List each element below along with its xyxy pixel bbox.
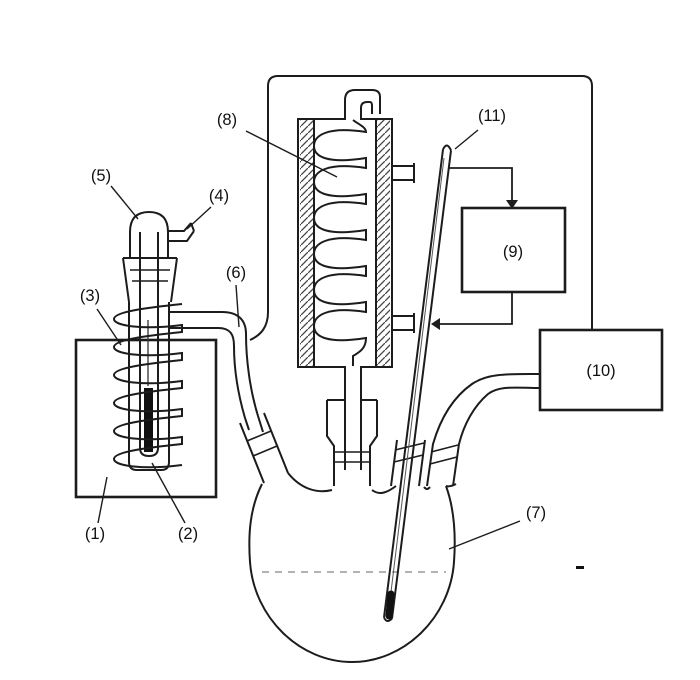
flask-body <box>248 483 456 664</box>
label-7-pointer <box>448 520 521 550</box>
label-8: (8) <box>217 111 237 129</box>
thermometer-neck-joint-bands <box>393 442 425 463</box>
transfer-tube <box>170 311 264 433</box>
label-11: (11) <box>478 107 506 125</box>
thermometer-tube <box>383 144 452 622</box>
condenser-upper-nipple <box>392 163 415 183</box>
label-3-pointer <box>96 308 122 346</box>
condenser-inlet-tube <box>344 89 381 120</box>
flask-center-joint <box>326 399 378 486</box>
trap-ground-joint <box>122 257 178 303</box>
pump-loop-tube <box>249 75 593 341</box>
label-6: (6) <box>226 264 246 282</box>
label-2: (2) <box>178 525 198 543</box>
pump-box: (10) <box>538 328 664 412</box>
label-1-pointer <box>97 476 108 524</box>
trap-heating-coil <box>112 303 183 469</box>
thermometer-bulb <box>385 590 395 620</box>
condenser-outlet-tube <box>344 366 362 470</box>
label-4: (4) <box>209 187 229 205</box>
sensor-wire-to-controller <box>449 167 513 201</box>
thermometer-capillary <box>390 157 445 593</box>
label-11-pointer <box>454 129 479 150</box>
flask-thermometer-neck <box>390 439 426 487</box>
trap-cap-dome <box>129 210 169 258</box>
label-6-pointer <box>235 284 240 328</box>
center-joint-bands <box>334 451 370 463</box>
controller-box-label: (9) <box>503 243 523 261</box>
label-5: (5) <box>91 167 111 185</box>
label-8-pointer <box>245 130 338 178</box>
cold-trap <box>74 210 218 499</box>
condenser-jacket-outline <box>297 118 393 368</box>
condenser <box>297 89 415 470</box>
label-7: (7) <box>526 504 546 522</box>
condenser-right-wall-hatch <box>376 120 390 366</box>
wire-arrowhead-down-icon <box>506 200 518 209</box>
label-4-pointer <box>186 206 212 230</box>
stray-mark <box>576 566 584 569</box>
thermometer <box>383 144 452 622</box>
wire-arrowhead-left-icon <box>431 318 440 330</box>
pump-box-label: (10) <box>586 362 615 380</box>
right-neck-joint-bands <box>429 444 459 465</box>
condenser-lower-nipple <box>392 313 415 333</box>
label-3: (3) <box>80 287 100 305</box>
label-1: (1) <box>85 525 105 543</box>
left-neck-joint-bands <box>246 430 278 457</box>
label-5-pointer <box>110 185 139 220</box>
round-bottom-flask <box>239 372 541 664</box>
controller-box-outline <box>460 206 567 294</box>
condenser-left-wall-hatch <box>300 120 314 366</box>
trap-inner-tube <box>139 232 159 458</box>
flask-right-neck-and-tube <box>426 372 541 487</box>
flask-left-neck <box>239 412 289 484</box>
flask-shoulders <box>287 472 457 494</box>
label-2-pointer <box>151 462 186 524</box>
trap-bath-box <box>74 338 218 499</box>
pump-box-outline <box>538 328 664 412</box>
controller-box: (9) <box>460 206 567 294</box>
trap-joint-bands <box>130 269 170 282</box>
controller-return-wire <box>440 292 513 325</box>
condenser-coil <box>312 119 368 366</box>
